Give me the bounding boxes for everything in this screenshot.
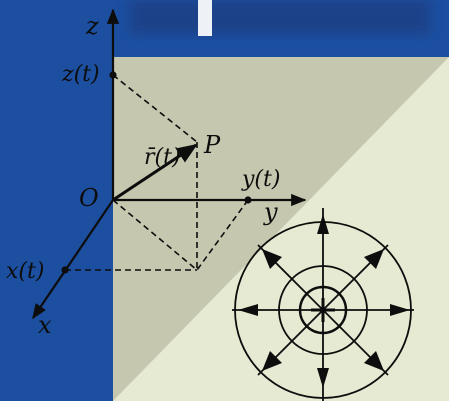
position-vector-label: r̄(t) (144, 145, 181, 170)
guide-z-to-p (112, 74, 198, 143)
projection-guides (65, 74, 249, 271)
arrowhead-upper-left (262, 249, 282, 269)
guide-origin-to-foot (112, 199, 198, 271)
y-of-t-label: y(t) (241, 167, 280, 192)
arrowhead-upper-right (364, 249, 384, 269)
positive-charge-field-icon (232, 208, 414, 401)
arrowhead-right (390, 304, 410, 316)
arrowhead-up (317, 214, 329, 234)
origin-label: O (79, 184, 99, 212)
position-vector (112, 143, 198, 202)
arrowhead-lower-left (262, 351, 282, 371)
z-of-t-label: z(t) (61, 62, 100, 87)
x-axis (32, 199, 114, 320)
guide-y-to-foot (196, 199, 249, 271)
x-axis-label: x (38, 311, 52, 339)
y-point (244, 196, 252, 204)
arrowhead-down (317, 368, 329, 388)
x-of-t-label: x(t) (6, 259, 44, 284)
axes (32, 8, 307, 320)
panel-light (113, 57, 449, 401)
field-arrowheads (238, 214, 410, 388)
x-point (61, 266, 69, 274)
blurred-heading-glyph (130, 0, 430, 34)
z-axis-label: z (85, 12, 99, 40)
arrowhead-lower-right (364, 351, 384, 371)
y-axis-label: y (263, 198, 278, 226)
z-point (109, 71, 117, 79)
point-p-label: P (203, 131, 221, 159)
heading-glyph (198, 0, 212, 36)
arrowhead-left (238, 304, 258, 316)
